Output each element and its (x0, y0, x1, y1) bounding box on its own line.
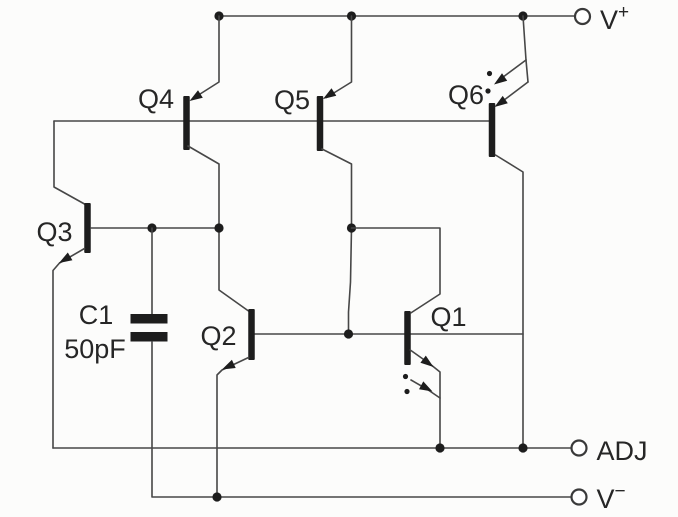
label-q1: Q1 (430, 302, 466, 332)
q2-base-bar (248, 309, 255, 360)
q2-emitter-wire (216, 356, 250, 498)
q6-more-emitters-dot (485, 88, 491, 94)
label-c1: C1 (79, 300, 114, 330)
q5-collector-to-q1-base-wire (347, 227, 353, 335)
vplus-sup-text: + (618, 2, 629, 23)
label-c1-value: 50pF (64, 334, 126, 364)
transistor-q2: Q2 (200, 309, 255, 498)
q6-emitter2-arrow-icon (494, 95, 508, 107)
q4-emitter-arrow-icon (189, 90, 203, 101)
q1-emitter1-arrow-icon (420, 355, 434, 367)
vplus-rail: V+ (214, 2, 629, 35)
q6-emitter1-wire (499, 59, 527, 80)
q1-collector-wire (350, 227, 441, 314)
q6-emitter1-arrow-icon (494, 73, 508, 85)
capacitor-c1: C1 50pF (64, 227, 573, 498)
q6-base-bar (488, 103, 496, 157)
q4-base-bar (183, 96, 190, 150)
vminus-base-text: V (597, 484, 615, 514)
label-q3: Q3 (36, 217, 72, 247)
vplus-terminal-icon (573, 7, 592, 26)
q5-base-bar (316, 96, 324, 151)
label-q6: Q6 (448, 80, 484, 110)
junction-dot (212, 492, 222, 502)
vminus-sup-text: − (615, 481, 626, 502)
vminus-rail: V− (212, 481, 626, 514)
q1-emitter1-wire (409, 349, 441, 449)
q3-base-bar (84, 203, 91, 253)
c1-top-plate (130, 314, 168, 324)
vplus-base-text: V (600, 5, 618, 35)
q4-emitter-wire (192, 15, 220, 100)
junction-dot (435, 443, 445, 453)
q5-emitter-arrow-icon (323, 88, 337, 99)
transistor-q4: Q4 (138, 15, 250, 312)
label-q4: Q4 (138, 84, 174, 114)
terminal-label-vminus: V− (597, 481, 626, 514)
q6-emitter-riser-wire (522, 15, 529, 83)
q5-emitter-wire (325, 15, 353, 99)
label-q2: Q2 (200, 321, 236, 351)
q6-emitter2-wire (500, 81, 529, 103)
junction-dot (343, 329, 354, 339)
q3-emitter-wire (52, 247, 86, 449)
transistor-q3: Q3 (36, 120, 224, 449)
transistor-q6: Q6 (448, 15, 529, 449)
q1-more-emitters-dot (404, 388, 410, 395)
adj-terminal-icon (570, 439, 588, 457)
q5-collector-wire (321, 148, 353, 229)
terminal-label-adj: ADJ (597, 436, 648, 466)
q1-emitter2-arrow-icon (419, 381, 433, 392)
c1-bottom-plate (130, 332, 168, 342)
terminal-label-vplus: V+ (600, 2, 629, 35)
q3-collector-wire (53, 120, 86, 205)
q1-more-emitters-dot (402, 373, 409, 380)
junction-dot (214, 223, 224, 233)
q3-emitter-arrow-icon (59, 252, 73, 263)
transistor-q1: Q1 (350, 227, 467, 449)
vminus-terminal-icon (570, 488, 588, 506)
junction-dot (518, 443, 528, 453)
q6-collector-wire (494, 154, 524, 449)
transistor-q5: Q5 (274, 15, 357, 335)
q6-more-emitters-dot (486, 70, 493, 77)
c1-bottom-to-vminus-wire (151, 340, 573, 498)
q1-base-bar (404, 311, 411, 365)
q2-emitter-arrow-icon (222, 359, 236, 370)
label-q5: Q5 (274, 85, 310, 115)
adj-rail: ADJ (52, 436, 648, 466)
